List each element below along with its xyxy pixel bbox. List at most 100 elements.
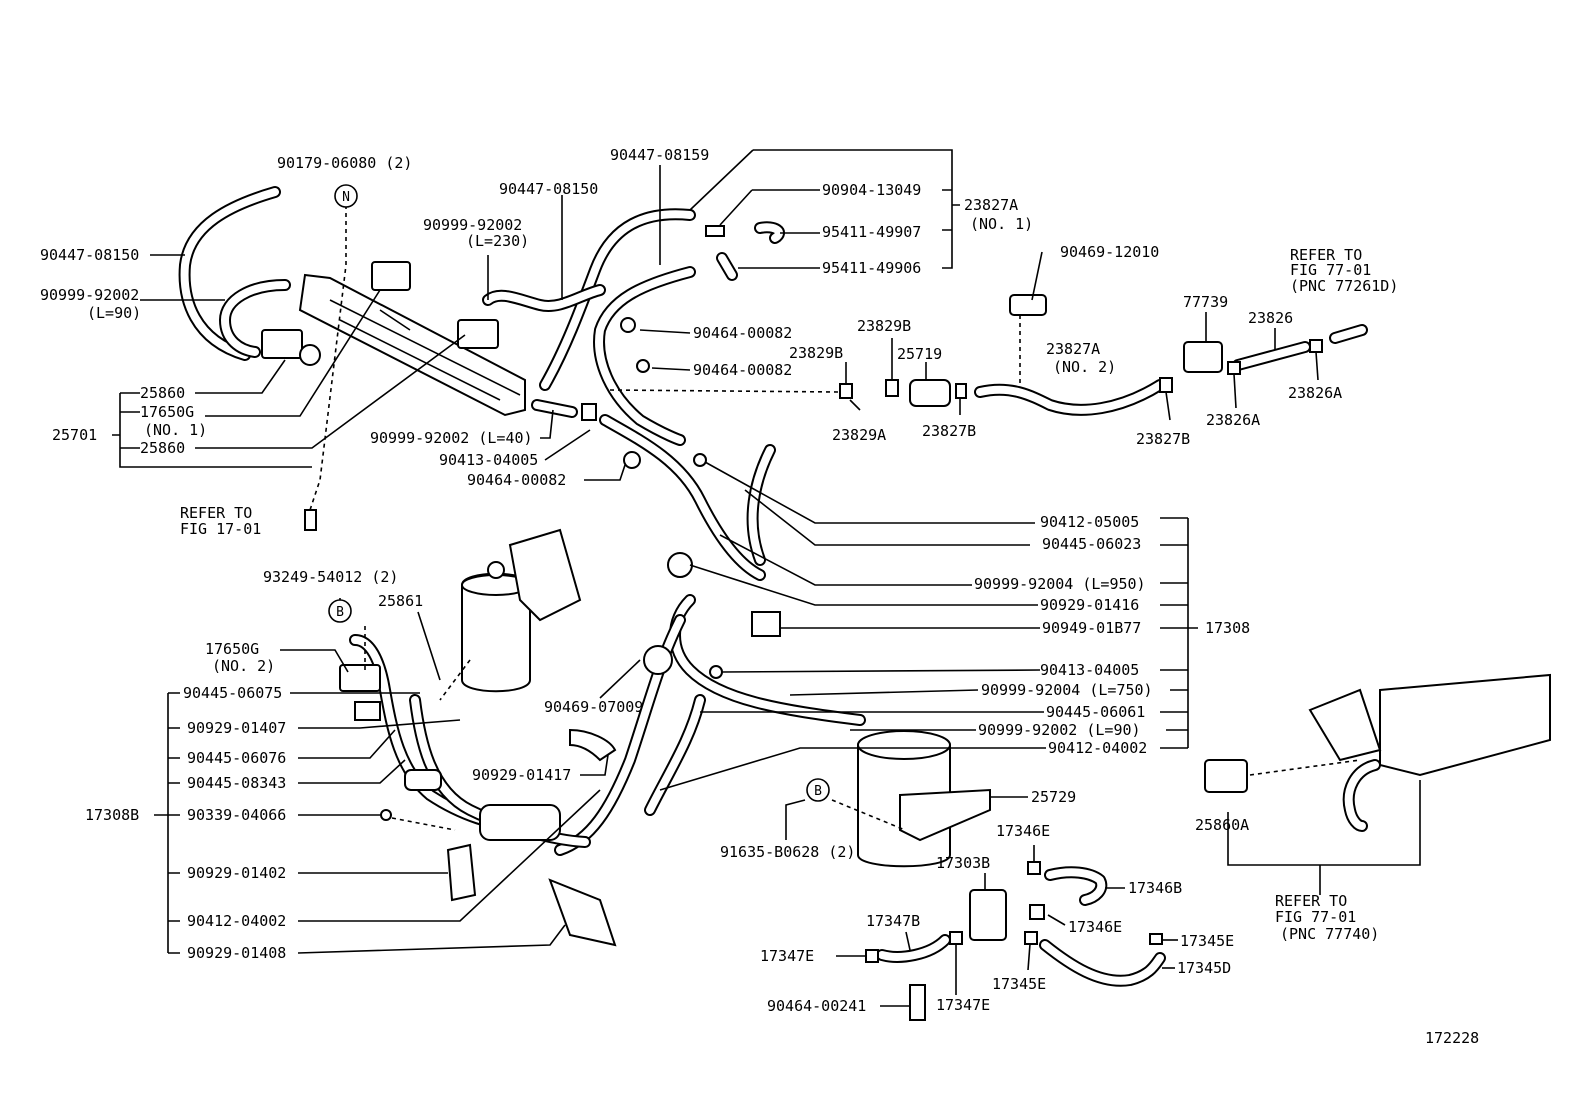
- canister-right-bracket: [1308, 688, 1382, 762]
- hose-23827a-no2-inner: [976, 381, 1164, 414]
- part-label: 23827A: [964, 196, 1018, 214]
- part-label: 17346B: [1128, 879, 1182, 897]
- part-label: 25860A: [1195, 816, 1249, 834]
- clip-90929-01417: [569, 728, 617, 762]
- clamp-90949-01b77: [751, 611, 781, 637]
- leader-17345e-b: [1027, 943, 1031, 971]
- clamp-17346e-1: [1027, 861, 1041, 875]
- part-labels: 90179-06080 (2) 90447-08159 90447-08150 …: [40, 146, 1479, 1047]
- part-label: 23829B: [789, 344, 843, 362]
- hose-lower-2-inner: [646, 696, 704, 814]
- marker-circle-b1: [328, 599, 352, 623]
- clip-90464-3: [623, 451, 641, 469]
- clamp-17346e-2: [1029, 904, 1045, 920]
- clip-90464-00241: [909, 984, 926, 1021]
- part-label: 90929-01407: [187, 719, 286, 737]
- leader-17650g: [205, 289, 381, 417]
- valve-17303b: [969, 889, 1007, 941]
- valve-connector: [299, 344, 321, 366]
- filter-25719: [909, 379, 951, 407]
- part-label: 90412-05005: [1040, 513, 1139, 531]
- clip-90413-04005: [709, 665, 723, 679]
- hose-08150-center-inner: [595, 268, 694, 444]
- part-label: 90412-04002: [1048, 739, 1147, 757]
- leader-23826a-a: [1233, 373, 1237, 409]
- valve-vsv-2: [457, 319, 499, 349]
- leader-90469-12010: [1031, 251, 1043, 301]
- part-label: 95411-49906: [822, 259, 921, 277]
- part-label: (NO. 1): [970, 215, 1033, 233]
- part-label: 90999-92002 (L=90): [978, 721, 1141, 739]
- part-label: 17346E: [1068, 918, 1122, 936]
- part-label: 90464-00082: [693, 324, 792, 342]
- part-label: 23826: [1248, 309, 1293, 327]
- leader-90179: [309, 205, 347, 511]
- marker-circle-n: [334, 184, 358, 208]
- valve-vsv-1: [371, 261, 411, 291]
- part-label: 17308B: [85, 806, 139, 824]
- part-label: 90999-92002: [40, 286, 139, 304]
- valve-25860a: [1204, 759, 1248, 793]
- clamp-90929-01416: [667, 552, 693, 578]
- part-label: 17303B: [936, 854, 990, 872]
- leader-dotted-25861: [439, 659, 471, 701]
- clip-23829b-2: [885, 379, 899, 397]
- leader-90464-mid: [651, 367, 691, 371]
- part-label: (L=230): [466, 232, 529, 250]
- part-label: 90999-92004 (L=950): [974, 575, 1146, 593]
- leader-90464-low: [584, 464, 626, 481]
- part-label: 17308: [1205, 619, 1250, 637]
- part-label: 23826A: [1206, 411, 1260, 429]
- part-label: 90999-92002 (L=40): [370, 429, 533, 447]
- leader-17650g-no2: [280, 649, 349, 673]
- leader-l40: [540, 409, 554, 439]
- clamp-17347e-2: [949, 931, 963, 945]
- bracket-17308: [1160, 517, 1198, 749]
- hose-small-top-1-inner: [756, 223, 783, 242]
- part-label: 90445-06075: [183, 684, 282, 702]
- part-label: 90929-01417: [472, 766, 571, 784]
- valve-77739: [1183, 341, 1223, 373]
- clip-23827b-2: [1159, 377, 1173, 393]
- clip-90445-06076: [354, 701, 381, 721]
- part-label: 90179-06080 (2): [277, 154, 412, 172]
- part-label: 90929-01402: [187, 864, 286, 882]
- hose-17346b-inner: [1046, 868, 1106, 904]
- part-label: 17346E: [996, 822, 1050, 840]
- part-label: 23826A: [1288, 384, 1342, 402]
- part-label: 90445-06076: [187, 749, 286, 767]
- marker-circle-b2: [806, 778, 830, 802]
- part-label: 90445-06061: [1046, 703, 1145, 721]
- leader-90447-08159: [659, 149, 754, 265]
- clip-23829b-1: [839, 383, 853, 399]
- bracket-25861: [508, 528, 582, 622]
- tee-joint-1: [705, 225, 725, 237]
- hose-08159-inner: [541, 210, 694, 389]
- hose-23826-inner: [1234, 343, 1309, 369]
- clip-90464-2: [636, 359, 650, 373]
- clip-23826a-2: [1309, 339, 1323, 353]
- part-label: 25719: [897, 345, 942, 363]
- part-label: FIG 77-01: [1275, 908, 1356, 926]
- clip-23827b-1: [955, 383, 967, 399]
- bolt-90339-04066: [380, 809, 392, 821]
- part-label: 23829A: [832, 426, 886, 444]
- leader-25860-b: [195, 334, 466, 449]
- part-label: FIG 17-01: [180, 520, 261, 538]
- leader-91635: [785, 799, 806, 840]
- leader-90929-01407: [298, 719, 461, 729]
- hose-l40-inner: [533, 401, 576, 416]
- part-label: 23827A: [1046, 340, 1100, 358]
- part-label: 25860: [140, 384, 185, 402]
- canister-25729-top: [857, 730, 951, 760]
- part-label: 17347B: [866, 912, 920, 930]
- part-label: (PNC 77261D): [1290, 277, 1398, 295]
- hose-l230-inner: [484, 286, 604, 310]
- part-label: 90447-08150: [40, 246, 139, 264]
- part-label: 23829B: [857, 317, 911, 335]
- canister-right: [1379, 673, 1551, 777]
- leader-90469-07009: [599, 659, 641, 699]
- part-label: REFER TO: [180, 504, 252, 522]
- leader-25861: [417, 611, 441, 681]
- bundle-sleeve: [479, 804, 561, 841]
